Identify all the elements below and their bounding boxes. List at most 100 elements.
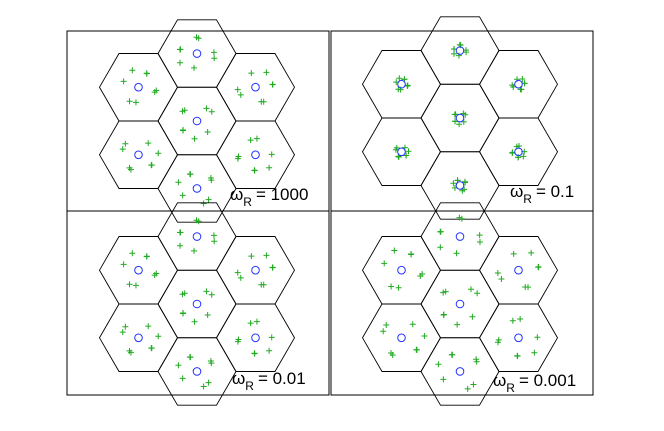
user-marker: [145, 323, 152, 330]
omega-subscript: R: [523, 192, 532, 206]
user-marker: [191, 135, 198, 142]
user-marker: [452, 111, 459, 118]
user-marker: [440, 312, 447, 319]
user-marker: [404, 82, 411, 89]
user-marker: [413, 346, 420, 353]
user-marker: [132, 99, 139, 106]
user-marker: [409, 321, 416, 328]
user-marker: [145, 140, 152, 147]
user-marker: [175, 179, 182, 186]
omega-subscript: R: [506, 381, 515, 395]
user-marker: [203, 105, 210, 112]
user-marker: [248, 253, 255, 260]
base-station-marker: [251, 150, 260, 160]
user-marker: [200, 200, 207, 207]
user-marker: [195, 35, 202, 42]
user-marker: [464, 385, 471, 392]
base-station-marker: [134, 150, 143, 160]
user-marker: [210, 232, 217, 239]
user-marker: [132, 282, 139, 289]
user-marker: [208, 291, 215, 298]
hex-cell: [478, 117, 559, 186]
user-marker: [237, 274, 244, 281]
user-marker: [211, 55, 218, 62]
base-station-marker: [397, 265, 406, 275]
user-marker: [119, 146, 126, 153]
base-station-marker: [455, 46, 465, 55]
user-marker: [126, 164, 133, 171]
user-marker: [176, 46, 183, 53]
user-marker: [474, 290, 481, 297]
hex-cell: [215, 303, 296, 372]
base-station-marker: [192, 116, 202, 126]
user-marker: [258, 281, 265, 288]
user-marker: [535, 263, 542, 270]
user-marker: [456, 121, 463, 128]
omega-symbol: ω: [510, 182, 523, 201]
panel-network: [361, 202, 559, 406]
user-marker: [200, 383, 207, 390]
user-marker: [177, 59, 184, 66]
omega-label: ωR = 0.001: [493, 371, 576, 395]
user-marker: [247, 137, 254, 144]
user-marker: [211, 238, 218, 245]
base-station-marker: [134, 265, 143, 275]
user-marker: [514, 353, 521, 360]
user-marker: [119, 329, 126, 336]
user-marker: [258, 98, 265, 105]
user-marker: [453, 250, 460, 257]
user-marker: [456, 214, 463, 221]
omega-symbol: ω: [230, 185, 243, 204]
user-marker: [451, 118, 458, 125]
user-marker: [151, 272, 158, 279]
user-marker: [408, 250, 415, 257]
omega-symbol: ω: [493, 371, 506, 390]
user-marker: [380, 328, 387, 335]
user-marker: [268, 151, 275, 158]
omega-value: = 0.001: [519, 371, 576, 390]
omega-label: ωR= 0.01: [232, 369, 306, 393]
user-marker: [129, 250, 136, 257]
omega-symbol: ω: [232, 369, 245, 388]
user-marker: [461, 186, 468, 193]
base-station-marker: [251, 82, 260, 92]
omega-subscript: R: [243, 195, 252, 209]
user-marker: [450, 50, 457, 57]
user-marker: [473, 358, 480, 365]
base-station-marker: [514, 333, 523, 343]
user-marker: [129, 67, 136, 74]
user-marker: [476, 238, 483, 245]
user-marker: [383, 321, 390, 328]
panel-frame: [66, 30, 330, 212]
user-marker: [148, 162, 155, 169]
user-marker: [120, 78, 127, 85]
user-marker: [514, 76, 521, 83]
user-marker: [519, 75, 526, 82]
user-marker: [234, 86, 241, 93]
user-marker: [195, 218, 202, 225]
user-marker: [403, 152, 410, 159]
user-marker: [148, 345, 155, 352]
hex-cell: [215, 120, 296, 189]
user-marker: [440, 376, 447, 383]
user-marker: [509, 317, 516, 324]
user-marker: [268, 334, 275, 341]
base-station-marker: [192, 299, 202, 309]
user-marker: [204, 129, 211, 136]
user-marker: [476, 232, 483, 239]
base-station-marker: [251, 333, 260, 343]
omega-value: = 0.01: [258, 369, 306, 388]
user-marker: [495, 336, 502, 343]
user-marker: [191, 247, 198, 254]
base-station-marker: [397, 147, 406, 157]
user-marker: [421, 332, 428, 339]
user-marker: [179, 192, 186, 199]
user-marker: [269, 264, 276, 271]
user-marker: [437, 228, 444, 235]
base-station-marker: [455, 113, 465, 123]
base-station-marker: [251, 265, 260, 275]
user-marker: [155, 150, 162, 157]
user-marker: [151, 89, 158, 96]
base-station-marker: [134, 333, 143, 343]
